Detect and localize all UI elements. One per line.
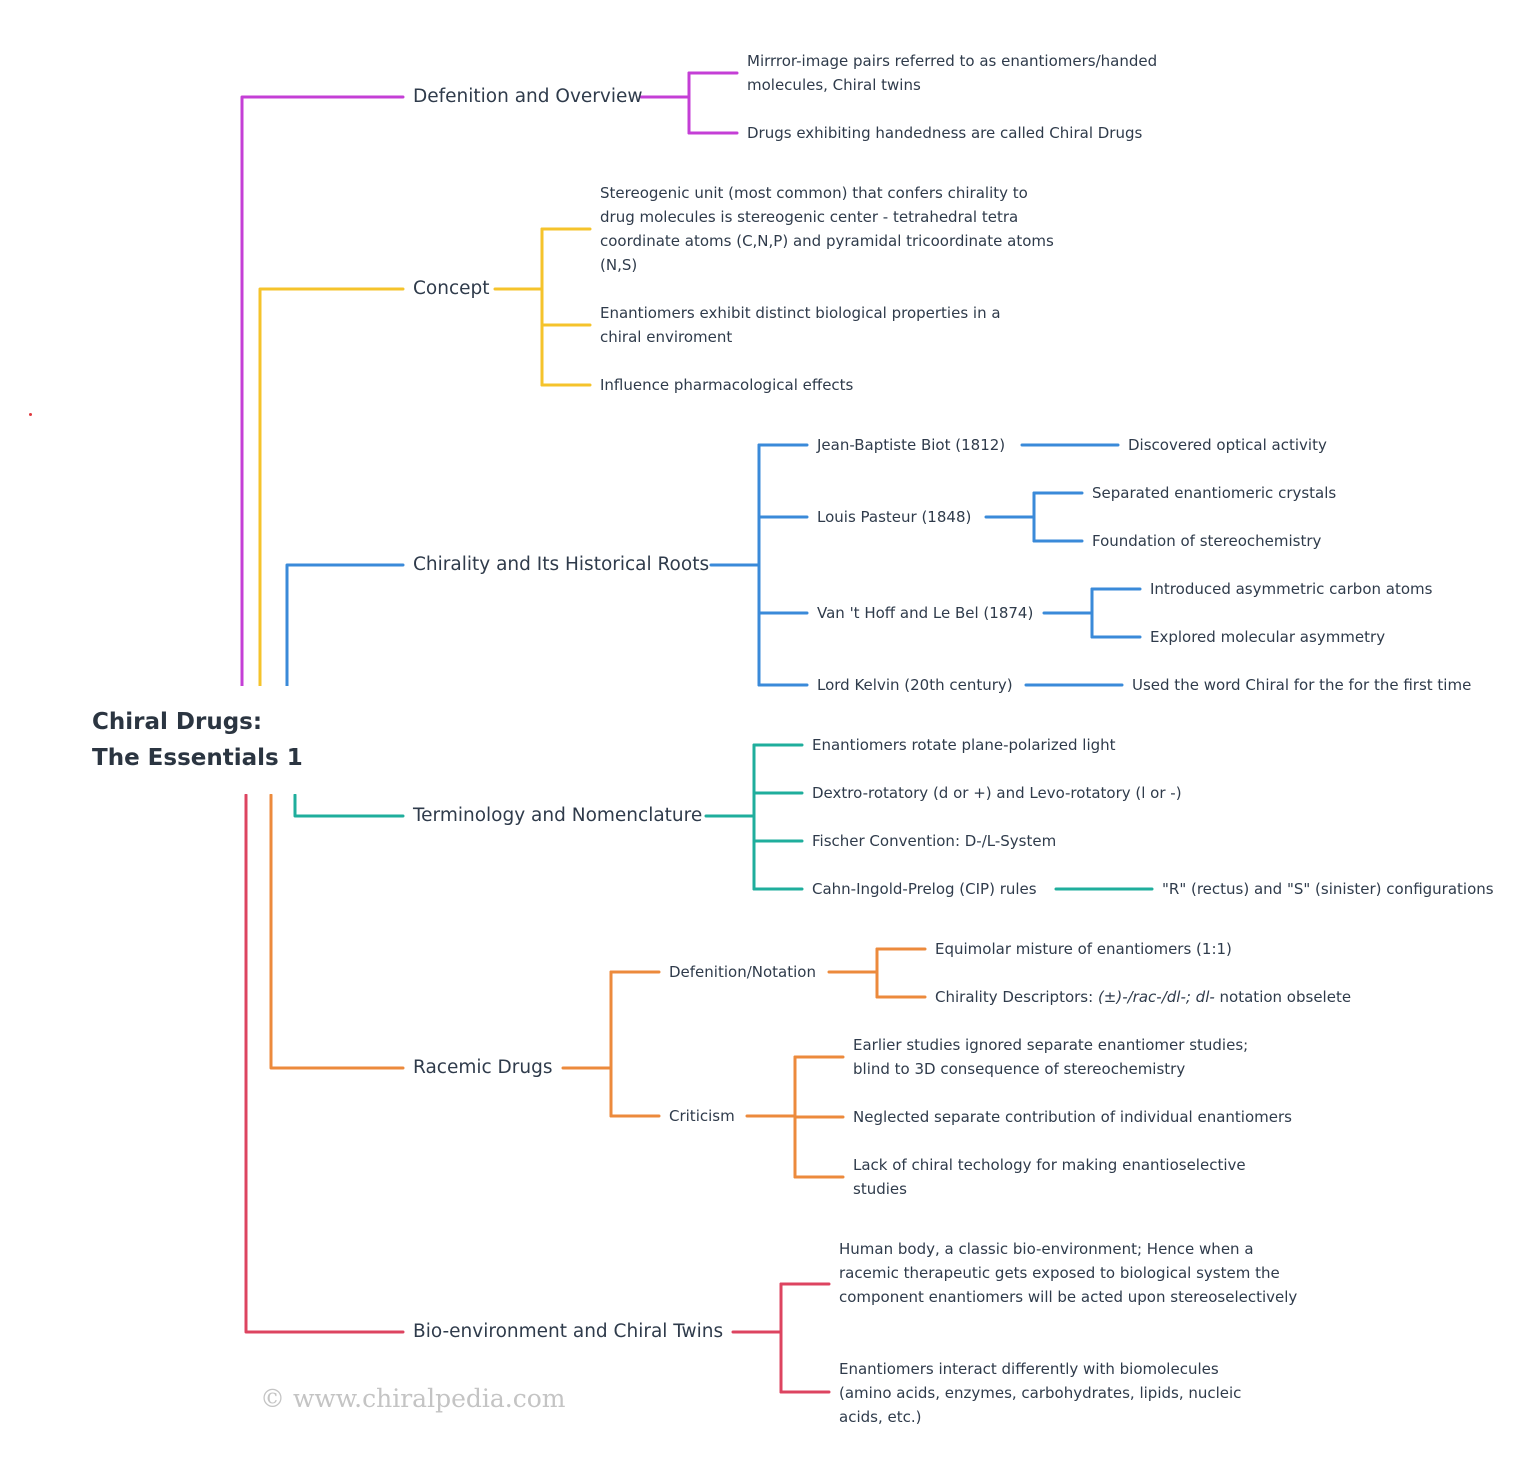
branch-bio-label: Bio-environment and Chiral Twins [413, 1321, 724, 1342]
branch-terminology-label: Terminology and Nomenclature [413, 805, 703, 826]
history-person-pasteur: Louis Pasteur (1848) [817, 508, 972, 526]
connector-bio [244, 793, 831, 1394]
racemic-criticism-label: Criticism [669, 1107, 735, 1125]
root-node-title: Chiral Drugs: The Essentials 1 [92, 704, 303, 776]
criticism-item-3: Lack of chiral techology for making enan… [853, 1156, 1246, 1198]
connector-terminology [293, 743, 1154, 891]
connector-history [285, 443, 1142, 688]
root-node-background [76, 686, 312, 794]
history-pasteur-fact-1: Separated enantiomeric crystals [1092, 484, 1337, 502]
connector-concept [258, 227, 592, 688]
history-person-vanthoff: Van 't Hoff and Le Bel (1874) [817, 604, 1034, 622]
branch-concept-label: Concept [413, 278, 490, 299]
history-vanthoff-fact-1: Introduced asymmetric carbon atoms [1150, 580, 1433, 598]
terminology-item-1: Enantiomers rotate plane-polarized light [812, 736, 1116, 754]
branch-racemic-label: Racemic Drugs [413, 1057, 553, 1078]
history-pasteur-fact-2: Foundation of stereochemistry [1092, 532, 1322, 550]
history-person-kelvin: Lord Kelvin (20th century) [817, 676, 1013, 694]
definition-item-1: Mirrror-image pairs referred to as enant… [747, 52, 1158, 94]
notation-prefix: Chirality Descriptors: [935, 988, 1098, 1006]
concept-item-1: Stereogenic unit (most common) that conf… [600, 184, 1054, 274]
terminology-cip-detail: "R" (rectus) and "S" (sinister) configur… [1162, 880, 1494, 898]
concept-item-2: Enantiomers exhibit distinct biological … [600, 304, 1001, 346]
notation-suffix: notation obselete [1214, 988, 1352, 1006]
terminology-item-2: Dextro-rotatory (d or +) and Levo-rotato… [812, 784, 1182, 802]
bio-item-2: Enantiomers interact differently with bi… [839, 1360, 1242, 1426]
racemic-notation-item-1: Equimolar misture of enantiomers (1:1) [935, 940, 1232, 958]
racemic-notation-label: Defenition/Notation [669, 963, 816, 981]
terminology-item-4: Cahn-Ingold-Prelog (CIP) rules [812, 880, 1037, 898]
criticism-item-1: Earlier studies ignored separate enantio… [853, 1036, 1249, 1078]
connector-definition [240, 71, 739, 688]
root-title-line-2: The Essentials 1 [92, 745, 303, 771]
concept-item-3: Influence pharmacological effects [600, 376, 854, 394]
history-person-biot: Jean-Baptiste Biot (1812) [817, 436, 1006, 454]
racemic-notation-item-2: Chirality Descriptors: (±)-/rac-/dl-; dl… [935, 985, 1351, 1009]
history-biot-fact-1: Discovered optical activity [1128, 436, 1327, 454]
notation-italic: (±)-/rac-/dl-; dl- [1097, 988, 1215, 1006]
branch-definition-label: Defenition and Overview [413, 86, 643, 107]
red-dot-mark [29, 413, 32, 416]
criticism-item-2: Neglected separate contribution of indiv… [853, 1108, 1292, 1126]
history-vanthoff-fact-2: Explored molecular asymmetry [1150, 628, 1386, 646]
bio-item-1: Human body, a classic bio-environment; H… [839, 1240, 1298, 1306]
terminology-item-3: Fischer Convention: D-/L-System [812, 832, 1057, 850]
definition-item-2: Drugs exhibiting handedness are called C… [747, 124, 1143, 142]
connector-racemic [269, 793, 927, 1179]
history-kelvin-fact-1: Used the word Chiral for the for the fir… [1132, 676, 1472, 694]
watermark: © www.chiralpedia.com [260, 1384, 566, 1413]
branch-history-label: Chirality and Its Historical Roots [413, 554, 710, 575]
root-title-line-1: Chiral Drugs: [92, 709, 263, 735]
